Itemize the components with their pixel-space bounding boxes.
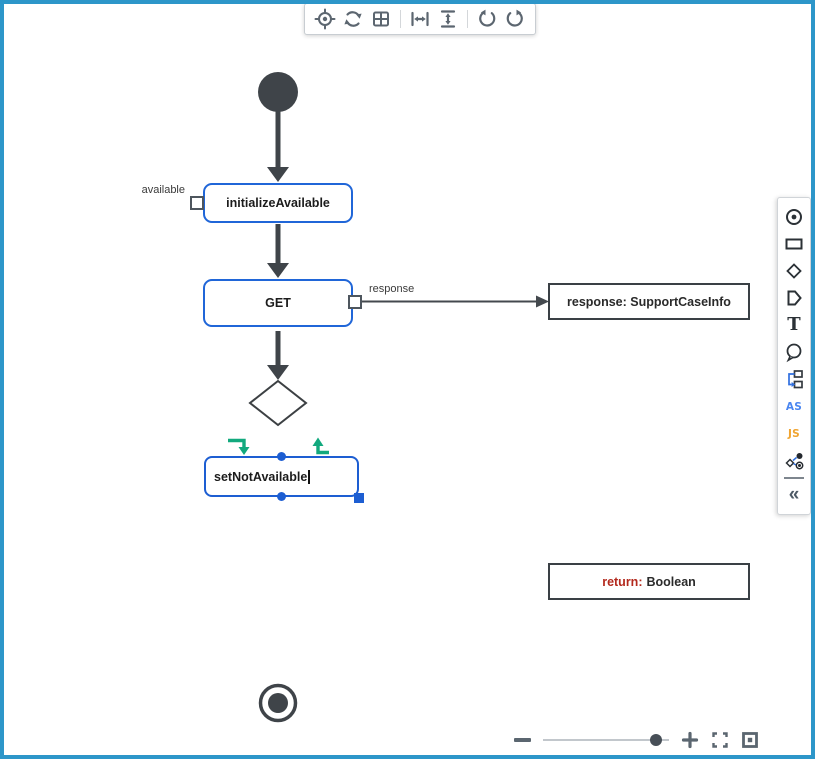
canvas-toolbar bbox=[304, 3, 536, 35]
zoom-out-icon[interactable] bbox=[514, 738, 531, 742]
pentagon-node-tool-icon[interactable] bbox=[783, 287, 805, 309]
response-port-label: response bbox=[369, 283, 415, 295]
connector-get-to-decision[interactable] bbox=[267, 331, 289, 380]
response-note-text: response: SupportCaseInfo bbox=[567, 294, 731, 309]
redo-icon[interactable] bbox=[504, 8, 526, 30]
zoom-slider-thumb[interactable] bbox=[650, 734, 662, 746]
end-node[interactable] bbox=[258, 683, 298, 723]
quick-link-out-arrow[interactable] bbox=[312, 437, 330, 455]
decision-node-tool-icon[interactable] bbox=[783, 260, 805, 282]
node-palette: T AS JS bbox=[777, 197, 811, 515]
return-keyword: return: bbox=[602, 574, 643, 589]
toolbar-divider bbox=[467, 10, 468, 28]
palette-divider bbox=[784, 476, 804, 479]
fullscreen-icon[interactable] bbox=[711, 731, 729, 749]
response-note-box[interactable]: response: SupportCaseInfo bbox=[548, 283, 750, 320]
subflow-tool-icon[interactable] bbox=[783, 368, 805, 390]
refresh-layout-icon[interactable] bbox=[342, 8, 364, 30]
quick-link-in-arrow[interactable] bbox=[228, 438, 250, 456]
return-value: Boolean bbox=[646, 574, 696, 589]
initialize-available-left-port[interactable] bbox=[190, 196, 204, 210]
fit-view-icon[interactable] bbox=[741, 731, 759, 749]
action-node-tool-icon[interactable] bbox=[783, 233, 805, 255]
initialize-available-label: initializeAvailable bbox=[226, 196, 330, 210]
initialize-available-node[interactable]: initializeAvailable bbox=[203, 183, 353, 223]
javascript-tool-icon[interactable]: JS bbox=[787, 427, 801, 440]
start-node[interactable] bbox=[258, 72, 298, 112]
connector-start-to-initialize[interactable] bbox=[267, 110, 289, 182]
grid-view-icon[interactable] bbox=[370, 8, 392, 30]
fit-width-icon[interactable] bbox=[409, 8, 431, 30]
zoom-slider[interactable] bbox=[543, 734, 669, 746]
fit-height-icon[interactable] bbox=[437, 8, 459, 30]
get-node-label: GET bbox=[265, 296, 291, 310]
toolbar-divider bbox=[400, 10, 401, 28]
bottom-connect-handle[interactable] bbox=[277, 492, 286, 501]
assignment-tool-icon[interactable]: AS bbox=[785, 400, 803, 413]
get-right-port[interactable] bbox=[348, 295, 362, 309]
resize-handle[interactable] bbox=[354, 493, 364, 503]
decision-node[interactable] bbox=[248, 379, 308, 427]
available-port-label: available bbox=[141, 184, 185, 196]
undo-icon[interactable] bbox=[476, 8, 498, 30]
set-not-available-node[interactable]: setNotAvailable bbox=[204, 452, 364, 503]
collapse-panel-icon[interactable]: « bbox=[788, 483, 800, 505]
connector-initialize-to-get[interactable] bbox=[267, 224, 289, 278]
text-cursor bbox=[308, 469, 310, 484]
zoom-controls bbox=[514, 729, 759, 751]
comment-tool-icon[interactable] bbox=[783, 341, 805, 363]
connector-get-to-response-note[interactable] bbox=[362, 295, 549, 308]
return-note-box[interactable]: return: Boolean bbox=[548, 563, 750, 600]
start-node-tool-icon[interactable] bbox=[783, 206, 805, 228]
text-tool-icon[interactable]: T bbox=[787, 314, 801, 336]
center-view-icon[interactable] bbox=[314, 8, 336, 30]
get-node[interactable]: GET bbox=[203, 279, 353, 327]
zoom-slider-track[interactable] bbox=[543, 739, 669, 741]
terminator-nodes-tool-icon[interactable] bbox=[783, 450, 805, 472]
top-connect-handle[interactable] bbox=[277, 452, 286, 461]
zoom-in-icon[interactable] bbox=[681, 731, 699, 749]
set-not-available-label: setNotAvailable bbox=[214, 469, 308, 484]
